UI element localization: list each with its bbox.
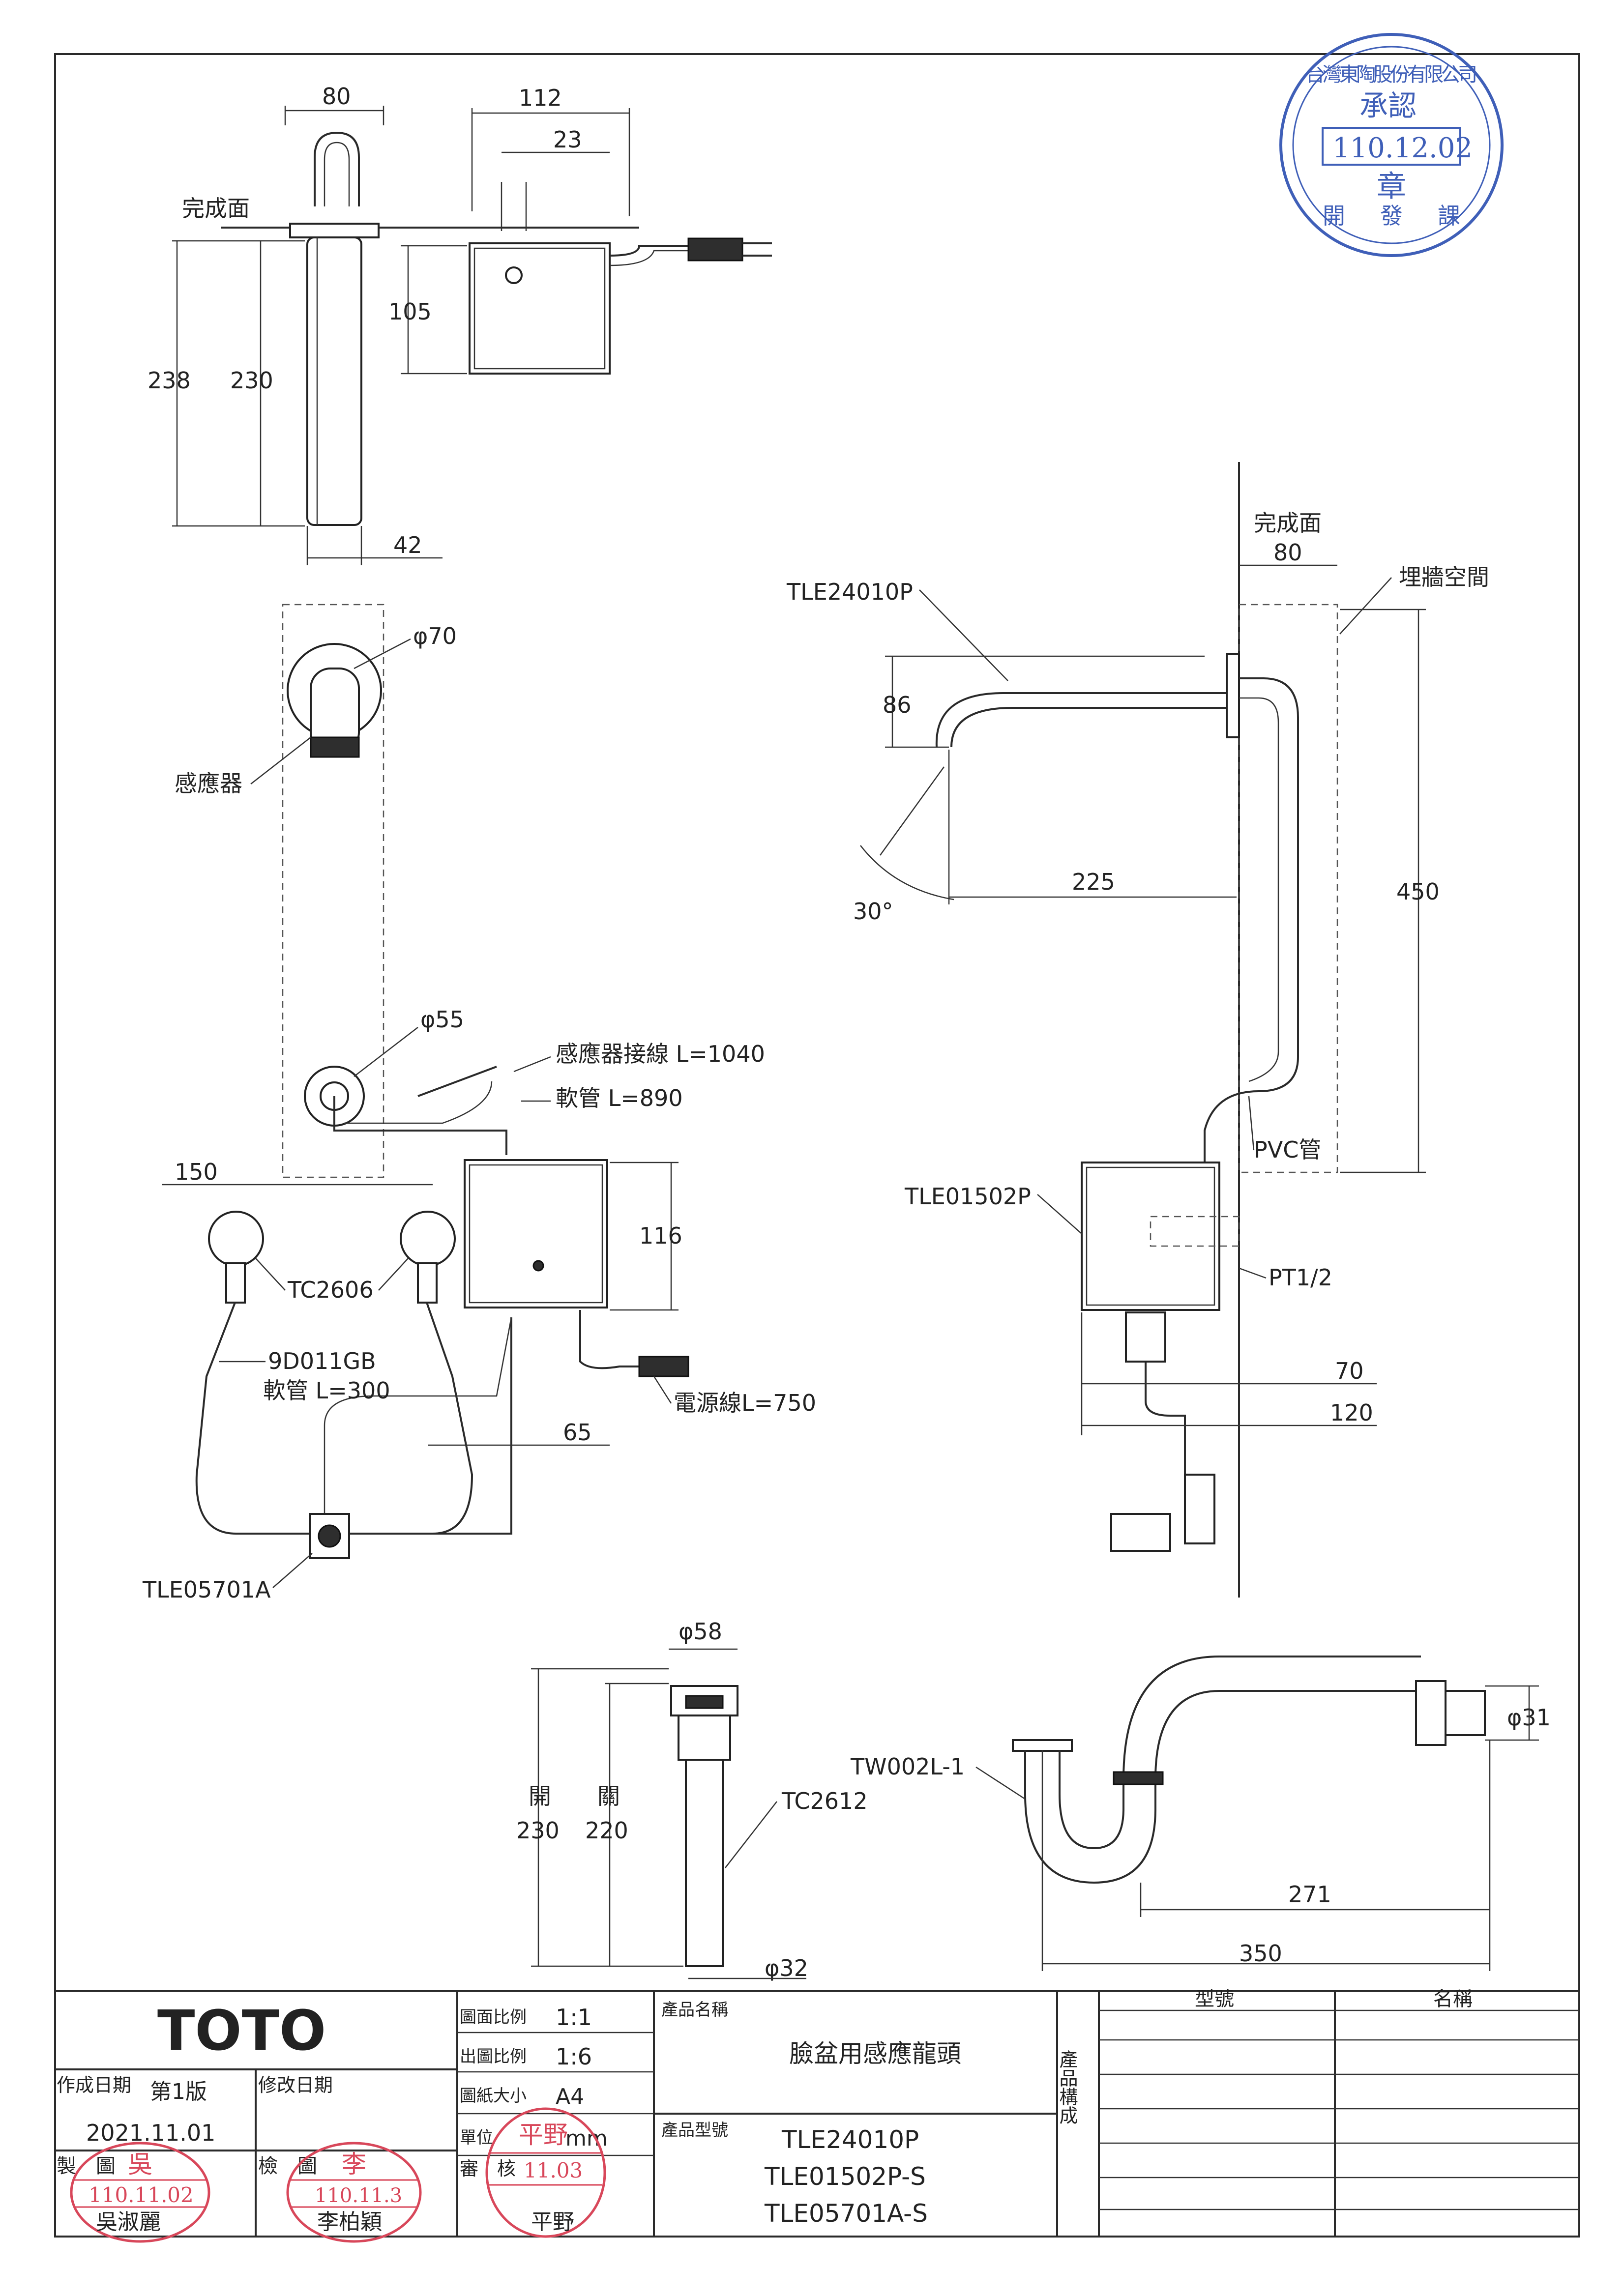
side-view: 完成面 80 埋牆空間 450 TLE24010P 86 225 30° PVC… <box>786 462 1489 1598</box>
dim-350: 350 <box>1239 1940 1282 1967</box>
gb-code-label: 9D011GB <box>268 1348 376 1374</box>
dim-42: 42 <box>393 532 422 558</box>
checked-stamp-char: 李 <box>342 2150 366 2179</box>
phi55-label: φ55 <box>420 1006 464 1033</box>
tc2612-label: TC2612 <box>781 1788 868 1814</box>
scale-value: 1:1 <box>556 2004 592 2031</box>
dim-120: 120 <box>1330 1399 1373 1426</box>
angle-30-label: 30° <box>853 898 893 925</box>
tle24010p-label: TLE24010P <box>786 579 913 605</box>
dim-86: 86 <box>883 692 912 718</box>
unit-value: mm <box>565 2126 608 2151</box>
power-cord-label: 電源線L=750 <box>674 1390 816 1416</box>
created-date: 2021.11.01 <box>86 2120 215 2146</box>
drawn-stamp-date: 110.11.02 <box>89 2183 194 2207</box>
phi32-label: φ32 <box>765 1955 808 1981</box>
dim-70: 70 <box>1335 1358 1364 1384</box>
top-view: 完成面 80 238 230 42 112 23 105 <box>148 83 772 565</box>
toto-logo: TOTO <box>157 1999 326 2063</box>
sensor-cable-label: 感應器接線 L=1040 <box>556 1041 765 1067</box>
created-label: 作成日期 <box>57 2074 131 2096</box>
tle05701a-label: TLE05701A <box>142 1576 271 1603</box>
dim-450: 450 <box>1396 878 1440 905</box>
print-scale-label: 出圖比例 <box>460 2047 527 2066</box>
drain-open-label: 開 <box>529 1783 551 1809</box>
reviewed-stamp-date: 11.03 <box>524 2158 583 2182</box>
tc2606-label: TC2606 <box>287 1277 374 1303</box>
stamp-approve: 承認 <box>1359 89 1417 122</box>
phi70-label: φ70 <box>413 623 457 649</box>
col-model: 型號 <box>1195 1988 1234 2010</box>
reviewed-stamp: 平野 11.03 平野 <box>485 2107 606 2238</box>
phi58-label: φ58 <box>679 1618 722 1645</box>
dim-238: 238 <box>148 367 191 394</box>
checked-stamp-date: 110.11.3 <box>315 2184 402 2207</box>
stamp-dept: 開發課 <box>1323 203 1460 229</box>
composition-label: 產品構成 <box>1056 2050 1078 2124</box>
checked-stamp: 李 110.11.3 李柏穎 <box>286 2142 422 2243</box>
side-finish-surface-label: 完成面 <box>1254 510 1322 536</box>
tw002l-label: TW002L-1 <box>850 1753 965 1780</box>
paper-label: 圖紙大小 <box>460 2086 527 2106</box>
dim-150: 150 <box>175 1159 218 1185</box>
model-3: TLE05701A-S <box>764 2199 928 2228</box>
checked-label: 檢 圖 <box>258 2155 317 2178</box>
dim-225: 225 <box>1072 869 1115 895</box>
unit-label: 單位 <box>460 2128 493 2148</box>
front-view: φ70 感應器 φ55 感應器接線 L=1040 軟管 L=890 116 15… <box>142 604 816 1603</box>
product-name: 臉盆用感應龍頭 <box>789 2039 961 2068</box>
dim-65: 65 <box>563 1419 592 1446</box>
approval-stamp: 台灣東陶股份有限公司 承認 110.12.02 章 開發課 <box>1279 33 1504 257</box>
edition-label: 第1版 <box>150 2079 207 2104</box>
stamp-date: 110.12.02 <box>1332 132 1473 164</box>
top-finish-surface-label: 完成面 <box>182 195 250 222</box>
model-1: TLE24010P <box>781 2125 919 2154</box>
wall-space-label: 埋牆空間 <box>1399 564 1489 590</box>
drain-open-value: 230 <box>516 1817 560 1844</box>
drawn-stamp-char: 吳 <box>128 2150 152 2179</box>
drain-close-value: 220 <box>585 1817 628 1844</box>
pt12-label: PT1/2 <box>1269 1264 1332 1291</box>
gb-hose-label: 軟管 L=300 <box>263 1377 390 1404</box>
checked-name: 李柏穎 <box>317 2209 382 2235</box>
drain-view: φ58 開 230 關 220 TC2612 φ32 <box>516 1618 868 1981</box>
drawn-stamp: 吳 110.11.02 吳淑麗 <box>70 2142 210 2243</box>
reviewed-name: 平野 <box>531 2209 574 2235</box>
hose-890-label: 軟管 L=890 <box>556 1085 683 1111</box>
model-label: 產品型號 <box>661 2121 728 2140</box>
scale-label: 圖面比例 <box>460 2007 527 2027</box>
dim-271: 271 <box>1288 1881 1331 1908</box>
drain-close-label: 關 <box>597 1783 620 1809</box>
tle01502p-label: TLE01502P <box>904 1183 1031 1210</box>
dim-116: 116 <box>639 1222 682 1249</box>
revised-label: 修改日期 <box>258 2074 333 2096</box>
stamp-company: 台灣東陶股份有限公司 <box>1305 63 1477 86</box>
dim-80-side: 80 <box>1273 539 1302 566</box>
print-scale-value: 1:6 <box>556 2043 592 2070</box>
stamp-seal: 章 <box>1377 170 1406 204</box>
title-block: TOTO 作成日期 第1版 修改日期 2021.11.01 製 圖 檢 圖 圖面… <box>54 1988 1580 2243</box>
pvc-label: PVC管 <box>1254 1136 1321 1163</box>
drawn-label: 製 圖 <box>57 2155 116 2178</box>
model-2: TLE01502P-S <box>764 2162 926 2191</box>
paper-value: A4 <box>556 2084 584 2109</box>
dim-230: 230 <box>230 367 273 394</box>
product-name-label: 產品名稱 <box>661 2000 728 2020</box>
col-name: 名稱 <box>1433 1988 1473 2010</box>
drawn-name: 吳淑麗 <box>96 2209 161 2235</box>
dim-23: 23 <box>553 126 582 153</box>
sensor-label: 感應器 <box>175 770 242 797</box>
dim-80-top: 80 <box>322 83 351 110</box>
trap-view: TW002L-1 φ31 271 350 <box>850 1656 1551 1971</box>
dim-105: 105 <box>388 298 432 325</box>
dim-112: 112 <box>519 85 562 111</box>
reviewed-stamp-char: 平野 <box>519 2121 568 2149</box>
